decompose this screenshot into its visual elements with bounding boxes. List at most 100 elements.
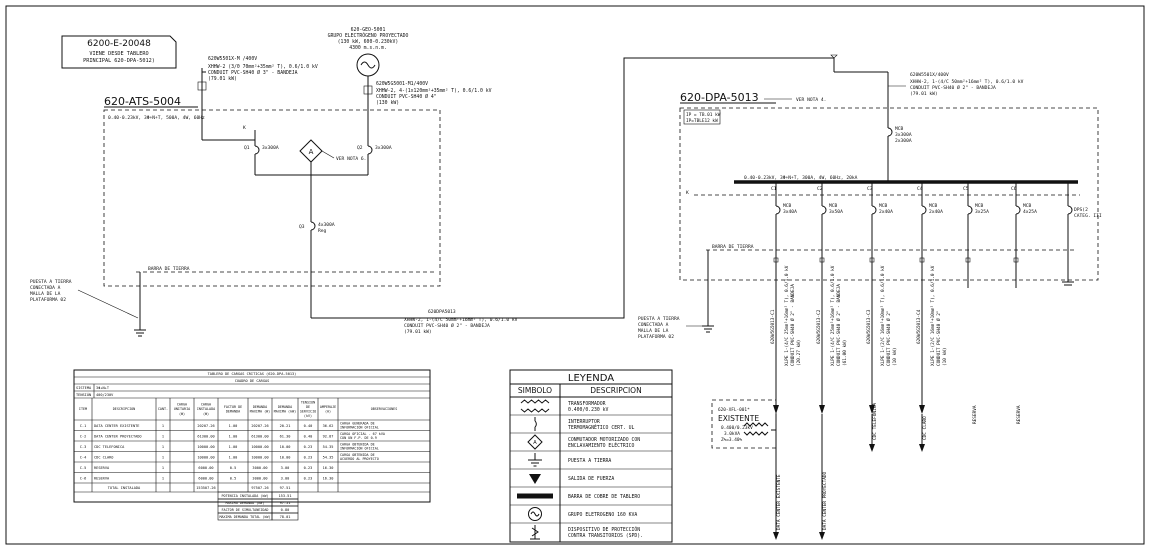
destination-c1: DATA CENTER EXISTENTE bbox=[776, 474, 782, 530]
svg-text:6000.00: 6000.00 bbox=[198, 476, 213, 480]
existing-tag: 620-XFL-001* bbox=[718, 407, 750, 413]
ground-icon bbox=[528, 453, 542, 467]
incoming-power: (79.01 kW) bbox=[208, 76, 237, 82]
q2-breaker-icon bbox=[367, 145, 373, 155]
svg-text:CARGA OBTENIDA DE: CARGA OBTENIDA DE bbox=[340, 443, 375, 447]
svg-text:1: 1 bbox=[162, 445, 164, 449]
legend-col-description: DESCRIPCION bbox=[590, 386, 641, 395]
svg-text:3x300A: 3x300A bbox=[895, 132, 912, 138]
svg-text:16.30: 16.30 bbox=[323, 476, 334, 480]
svg-text:K: K bbox=[686, 190, 689, 196]
circuit-tag: 620W5G5013-C1 bbox=[770, 309, 776, 344]
svg-text:0.80: 0.80 bbox=[281, 508, 290, 512]
dpa-panel: 620W5501X/400V XHHW-2, 1-(4/C 50mm²+16mm… bbox=[679, 54, 1102, 414]
svg-text:0.40: 0.40 bbox=[304, 434, 313, 438]
legend-title: LEYENDA bbox=[568, 373, 614, 384]
table-title: TABLERO DE CARGAS CRITICAS (620-DPA-5013… bbox=[208, 372, 297, 376]
svg-text:CONECTADA A: CONECTADA A bbox=[30, 285, 61, 291]
dpa-ver-nota: VER NOTA 4. bbox=[796, 97, 826, 103]
incoming-cable-tag: 620W5501X-M /400V bbox=[208, 56, 257, 62]
svg-text:TOTAL INSTALADA: TOTAL INSTALADA bbox=[108, 486, 141, 490]
svg-text:1.00: 1.00 bbox=[229, 455, 238, 459]
svg-text:BARRA DE COBRE DE TABLERO: BARRA DE COBRE DE TABLERO bbox=[568, 494, 640, 500]
svg-text:0.5: 0.5 bbox=[230, 476, 237, 480]
busbar-icon bbox=[517, 493, 553, 499]
svg-text:PUESTA A TIERRA: PUESTA A TIERRA bbox=[568, 458, 611, 464]
generator-cable-spec: XHHW-2, 4-(1x120mm²+35mm² T), 0.6/1.0 kV bbox=[376, 88, 492, 94]
svg-text:54.35: 54.35 bbox=[323, 455, 334, 459]
svg-text:POTENCIA INSTALADA (kW): POTENCIA INSTALADA (kW) bbox=[222, 494, 269, 498]
svg-text:CARGA: CARGA bbox=[201, 403, 211, 407]
incoming-cable-spec: XHHW-2 (3/0 70mm²+35mm² T), 0.6/1.0 kV bbox=[208, 64, 318, 70]
svg-text:0.400/0.23kV: 0.400/0.23kV bbox=[721, 425, 753, 431]
q3-breaker-icon bbox=[310, 221, 316, 231]
breaker-icon bbox=[1015, 205, 1021, 215]
transformer-icon bbox=[520, 399, 550, 413]
circuit-power: (10 kW) bbox=[892, 347, 898, 366]
svg-text:CATEG. III: CATEG. III bbox=[1074, 213, 1102, 219]
destination-c2: DATA CENTER PROYECTADO bbox=[822, 471, 828, 530]
dpa-cap1: IP = TB.01 kW bbox=[686, 112, 721, 118]
dpa-title: 620-DPA-5013 bbox=[680, 91, 759, 104]
svg-text:10000.00: 10000.00 bbox=[251, 445, 268, 449]
q1-breaker-icon bbox=[254, 145, 260, 155]
ats-panel: 620-ATS-5004 0.40-0.23kV, 3Φ+N+T, 500A, … bbox=[103, 95, 441, 330]
spd-icon bbox=[530, 525, 540, 540]
down-arrow-icon bbox=[819, 532, 825, 540]
power-outlet-icon bbox=[869, 405, 875, 414]
svg-text:SERVICIO: SERVICIO bbox=[300, 410, 316, 414]
svg-text:INFORMACIÓN OFICIAL: INFORMACIÓN OFICIAL bbox=[340, 446, 379, 451]
circuit-id: C5 bbox=[963, 186, 969, 192]
down-arrow-icon bbox=[919, 444, 925, 452]
svg-text:3.0kVA: 3.0kVA bbox=[724, 431, 740, 437]
svg-text:PLATAFORMA 02: PLATAFORMA 02 bbox=[638, 334, 674, 340]
down-arrow-icon bbox=[869, 444, 875, 452]
load-destination-tags: DATA CENTER EXISTENTE DATA CENTER PROYECT… bbox=[773, 403, 1022, 540]
svg-text:3.00: 3.00 bbox=[281, 466, 290, 470]
svg-text:SALIDA DE FUERZA: SALIDA DE FUERZA bbox=[568, 476, 614, 482]
svg-text:TERMOMAGNÉTICO CERT. UL: TERMOMAGNÉTICO CERT. UL bbox=[568, 423, 635, 431]
generator-icon bbox=[528, 507, 542, 521]
circuit-id: C1 bbox=[771, 186, 777, 192]
svg-text:SISTEMA: SISTEMA bbox=[76, 386, 92, 390]
svg-text:C-6: C-6 bbox=[80, 476, 87, 480]
circuit-id: C6 bbox=[1011, 186, 1017, 192]
svg-text:1.00: 1.00 bbox=[229, 424, 238, 428]
generator-tag: 620-GEO-5001 bbox=[351, 27, 386, 33]
svg-text:3000.00: 3000.00 bbox=[252, 476, 267, 480]
breaker-icon bbox=[967, 205, 973, 215]
power-outlet-icon bbox=[529, 474, 541, 484]
generator-title: GRUPO ELECTRÓGENO PROYECTADO bbox=[328, 32, 409, 39]
svg-text:PUESTA A TIERRA: PUESTA A TIERRA bbox=[638, 316, 680, 322]
svg-text:0.23: 0.23 bbox=[304, 455, 313, 459]
circuit-power: (10 kW) bbox=[942, 347, 948, 366]
q3-sub: Reg bbox=[318, 228, 327, 234]
existing-label: EXISTENTE bbox=[718, 414, 759, 423]
feeder-conduit: CONDUIT PVC-SH40 Ø 2" - BANDEJA bbox=[404, 322, 490, 329]
circuit-mcb: MCB bbox=[829, 203, 838, 209]
svg-text:MCB: MCB bbox=[895, 126, 904, 132]
svg-text:DEMANDA: DEMANDA bbox=[226, 410, 240, 414]
q2-rating: 3x300A bbox=[375, 145, 392, 151]
circuit-id: C3 bbox=[867, 186, 873, 192]
svg-text:3000.00: 3000.00 bbox=[252, 466, 267, 470]
summary-row: POTENCIA INSTALADA (kW)153.51 bbox=[217, 491, 299, 500]
svg-text:DISPOSITIVO DE PROTECCIÓN: DISPOSITIVO DE PROTECCIÓN bbox=[568, 526, 640, 533]
svg-text:MAXIMA DEMANDA (kW): MAXIMA DEMANDA (kW) bbox=[226, 501, 265, 505]
svg-text:FACTOR DE: FACTOR DE bbox=[224, 405, 242, 409]
svg-text:DATA CENTER EXISTENTE: DATA CENTER EXISTENTE bbox=[94, 424, 139, 428]
left-ground-note: PUESTA A TIERRA CONECTADA A MALLA DE LA … bbox=[30, 279, 146, 337]
svg-text:10000.00: 10000.00 bbox=[197, 445, 214, 449]
generator-conduit: CONDUIT PVC-SH40 Ø 4" bbox=[376, 93, 437, 100]
svg-text:MAXIMA (kW): MAXIMA (kW) bbox=[274, 410, 296, 414]
svg-text:INSTALADA: INSTALADA bbox=[197, 407, 215, 411]
